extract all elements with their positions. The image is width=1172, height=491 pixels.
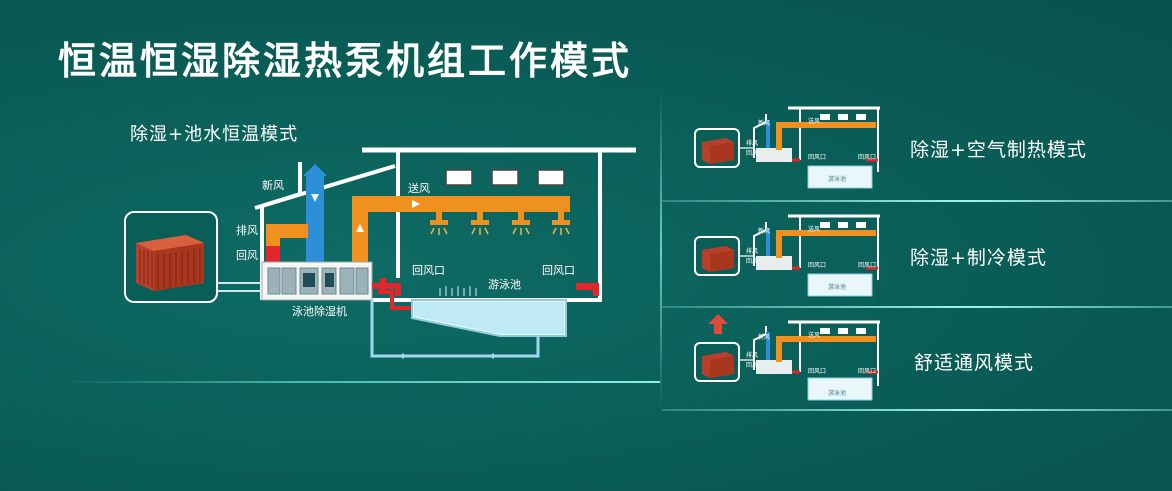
supply-air-arrow-up: [356, 224, 364, 232]
mode-panel-3: 送风 新风 排风 回风 回风口 回风口 游泳池: [690, 312, 910, 404]
mini-fresh-label-1: 新风: [758, 120, 771, 127]
exhaust-air-label: 排风: [236, 224, 258, 237]
skylight-2: [491, 169, 519, 186]
heat-pump-unit: [124, 211, 218, 303]
panel-divider-vertical: [660, 90, 662, 410]
panel-divider-2: [662, 306, 1172, 308]
skylight-3: [537, 169, 565, 186]
page-title: 恒温恒湿除湿热泵机组工作模式: [58, 39, 633, 83]
mini-exhaust-label-1: 排风: [746, 140, 759, 147]
fresh-air-arrow: [311, 194, 319, 202]
mini-vent-label-3b: 回风口: [858, 368, 877, 375]
return-vent-left-duct: [380, 278, 386, 292]
mode-label-1: 除湿+空气制热模式: [910, 139, 1087, 161]
mini-heat-pump-1: [694, 128, 740, 168]
supply-air-arrow-right: [412, 200, 420, 208]
mini-vent-label-1a: 回风口: [808, 154, 827, 161]
supply-air-label: 送风: [408, 182, 430, 195]
mini-heat-pump-2: [694, 236, 740, 276]
mode-panel-1: 送风 新风 排风 回风 回风口 回风口 游泳池: [690, 100, 910, 192]
mini-pool-label-3: 游泳池: [828, 390, 847, 397]
return-air-label: 回风: [236, 249, 258, 262]
pool-label: 游泳池: [488, 278, 521, 291]
mini-vent-label-2b: 回风口: [858, 262, 877, 269]
pool-water: [414, 302, 564, 334]
dehumidifier-modules: [267, 267, 369, 295]
dehumidifier-fans: [303, 273, 334, 287]
skylight-1: [445, 169, 473, 186]
mini-supply-label-3: 送风: [808, 332, 821, 339]
return-vent-left-label: 回风口: [412, 264, 445, 277]
main-mode-label: 除湿+池水恒温模式: [130, 124, 299, 145]
mode-label-2: 除湿+制冷模式: [910, 247, 1047, 269]
mini-supply-label-1: 送风: [808, 118, 821, 125]
mini-vent-label-1b: 回风口: [858, 154, 877, 161]
mini-vent-label-3a: 回风口: [808, 368, 827, 375]
fresh-air-label: 新风: [262, 179, 284, 192]
mini-pool-label-1: 游泳池: [828, 176, 847, 183]
supply-diffusers: [430, 212, 570, 225]
supply-airflow-marks: [430, 227, 570, 235]
mini-return-label-3: 回风: [746, 362, 759, 369]
panel-divider-1: [662, 200, 1172, 202]
mini-return-label-1: 回风: [746, 150, 759, 157]
return-air-duct: [266, 246, 280, 266]
return-vent-right-label: 回风口: [542, 264, 575, 277]
mini-pool-label-2: 游泳池: [828, 284, 847, 291]
evaporation-marks: [439, 286, 477, 296]
mini-supply-label-2: 送风: [808, 226, 821, 233]
mini-exhaust-label-3: 排风: [746, 352, 759, 359]
machine-room-roof: [254, 164, 396, 210]
panel-divider-3: [662, 409, 1172, 411]
pool-circulation-pipe: [370, 300, 540, 358]
mini-fresh-label-3: 新风: [758, 334, 771, 341]
heat-pump-icon: [136, 235, 204, 291]
mode-label-3: 舒适通风模式: [914, 352, 1035, 374]
mini-vent-label-2a: 回风口: [808, 262, 827, 269]
mini-fresh-label-2: 新风: [758, 228, 771, 235]
up-arrow-icon: [708, 314, 728, 334]
supply-air-duct: [352, 196, 570, 212]
dehumidifier-label: 泳池除湿机: [292, 305, 347, 318]
divider-glow-line: [60, 381, 660, 383]
mini-diagram-3: [740, 320, 880, 401]
hot-water-pipe: [378, 290, 412, 310]
fresh-air-duct: [306, 172, 324, 264]
fresh-air-duct-cap: [303, 164, 327, 176]
mini-heat-pump-3: [694, 342, 740, 382]
mini-diagram-1: [740, 106, 880, 189]
mode-panel-2: 送风 新风 排风 回风 回风口 回风口 游泳池: [690, 208, 910, 300]
mini-return-label-2: 回风: [746, 258, 759, 265]
mini-exhaust-label-2: 排风: [746, 248, 759, 255]
mini-diagram-2: [740, 214, 880, 297]
